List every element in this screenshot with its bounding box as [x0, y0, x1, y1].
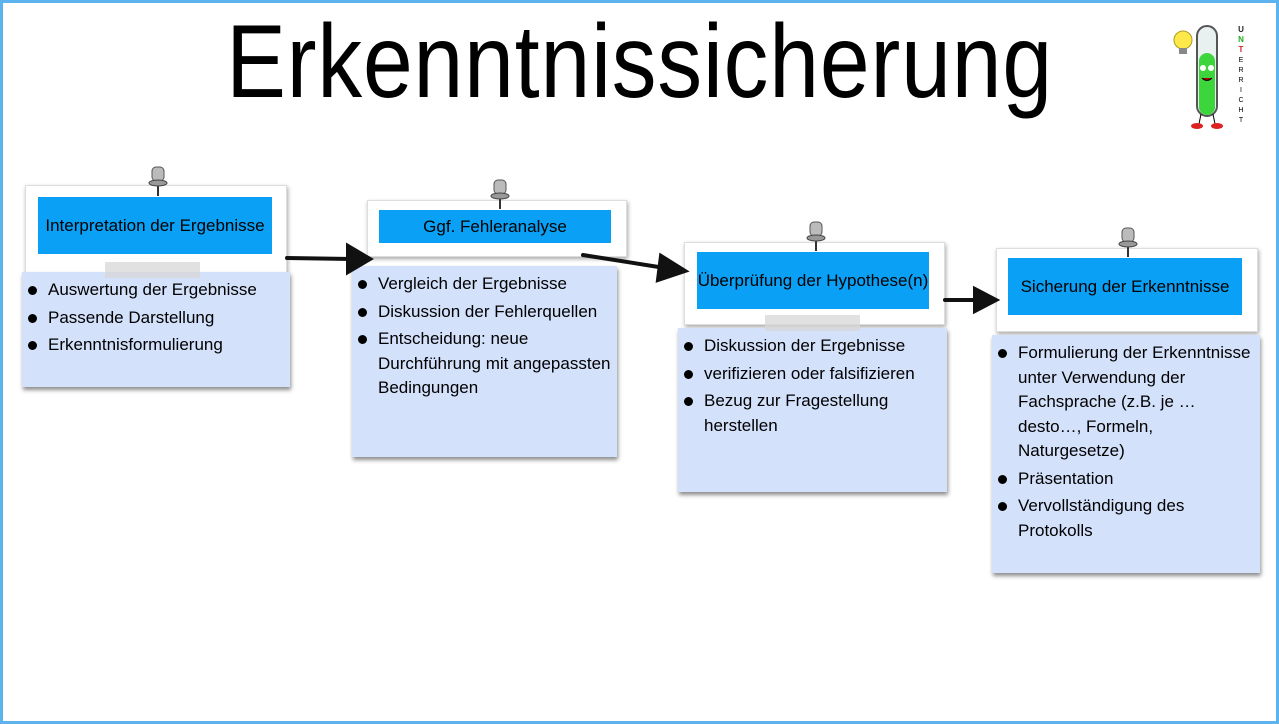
slide-title: Erkenntnissicherung: [226, 4, 1053, 120]
list-item: Diskussion der Fehlerquellen: [358, 300, 611, 325]
list-item: Erkenntnisformulierung: [28, 333, 284, 358]
pushpin-icon: [490, 179, 510, 209]
list-item: Entscheidung: neue Durchführung mit ange…: [358, 327, 611, 401]
step-1-heading: Interpretation der Ergebnisse: [38, 197, 272, 254]
list-item: Vergleich der Ergebnisse: [358, 272, 611, 297]
svg-text:I: I: [1240, 87, 1242, 94]
aktiv-unterrichten-logo: U N T E R R I C H T: [1173, 25, 1244, 129]
list-item: Diskussion der Ergebnisse: [684, 334, 941, 359]
step-4-list: Formulierung der Erkenntnisse unter Verw…: [992, 335, 1260, 573]
pushpin-icon: [148, 166, 168, 196]
svg-text:R: R: [1238, 77, 1243, 84]
svg-text:H: H: [1238, 107, 1243, 114]
step-3-heading: Überprüfung der Hypothese(n): [697, 252, 929, 309]
step-4-heading: Sicherung der Erkenntnisse: [1008, 258, 1242, 315]
svg-text:R: R: [1238, 67, 1243, 74]
pushpin-icon: [806, 221, 826, 251]
svg-text:N: N: [1238, 35, 1244, 44]
list-item: Auswertung der Ergebnisse: [28, 278, 284, 303]
list-item: Präsentation: [998, 467, 1254, 492]
tape: [105, 262, 200, 278]
svg-text:E: E: [1239, 57, 1244, 64]
list-item: Formulierung der Erkenntnisse unter Verw…: [998, 341, 1254, 464]
svg-text:U: U: [1238, 25, 1244, 34]
step-3-list: Diskussion der Ergebnisse verifizieren od…: [678, 328, 947, 492]
list-item: verifizieren oder falsifizieren: [684, 362, 941, 387]
svg-text:T: T: [1239, 117, 1244, 124]
list-item: Vervollständigung des Protokolls: [998, 494, 1254, 543]
list-item: Passende Darstellung: [28, 306, 284, 331]
tape: [765, 315, 860, 331]
svg-text:C: C: [1238, 97, 1243, 104]
pushpin-icon: [1118, 227, 1138, 257]
list-item: Bezug zur Fragestellung herstellen: [684, 389, 941, 438]
svg-text:T: T: [1239, 45, 1244, 54]
step-2-heading: Ggf. Fehleranalyse: [379, 210, 611, 243]
